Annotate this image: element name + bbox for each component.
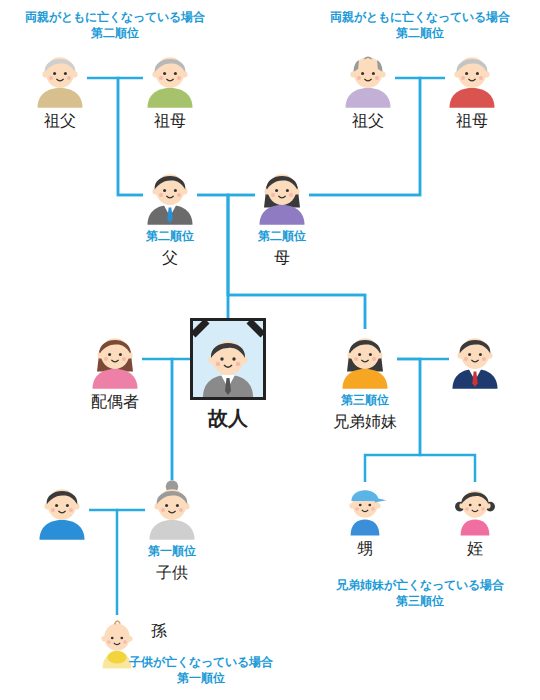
person-label: 孫: [151, 621, 167, 641]
family-line: [172, 359, 190, 480]
family-line: [117, 510, 145, 615]
family-line: [309, 78, 445, 195]
mourning-ribbon: [193, 321, 263, 397]
family-line: [87, 78, 143, 195]
family-line: [197, 195, 228, 318]
spouse-node: 配偶者: [88, 329, 142, 412]
person-icon: [33, 48, 87, 108]
person-label: 故人: [208, 406, 248, 431]
child-node: 第一順位子供: [145, 480, 199, 583]
grandchild-node: 孫子供が亡くなっている場合 第一順位: [93, 615, 141, 669]
family-line: [197, 195, 365, 329]
family-line: [309, 78, 420, 195]
mother-node: 第二順位母: [255, 165, 309, 268]
person-icon: [198, 331, 258, 397]
family-line: [118, 78, 143, 195]
condition-note: 両親がともに亡くなっている場合 第二順位: [25, 10, 205, 41]
grandfather-node: 祖父: [33, 48, 87, 131]
person-label: 祖父: [44, 111, 76, 131]
rank-note: 第二順位: [146, 229, 194, 245]
condition-note: 両親がともに亡くなっている場合 第二順位: [330, 10, 510, 41]
family-line: [142, 359, 172, 480]
person-label: 甥: [357, 539, 373, 559]
person-label: 母: [274, 248, 290, 268]
person-icon: [145, 480, 199, 540]
rank-note: 子供が亡くなっている場合 第一順位: [129, 655, 273, 686]
family-line: [228, 195, 365, 329]
person-icon: [88, 329, 142, 389]
person-icon: [143, 165, 197, 225]
family-line: [228, 195, 255, 318]
person-label: 祖母: [456, 111, 488, 131]
portrait-frame: [190, 318, 266, 400]
grandmother-node: 祖母: [143, 48, 197, 131]
spouse-line: [420, 358, 449, 361]
deceased-node: 故人: [190, 318, 266, 431]
rank-note: 第一順位: [148, 544, 196, 560]
person-icon: [451, 482, 499, 536]
spouse-line: [89, 509, 118, 512]
condition-note: 兄弟姉妹が亡くなっている場合 第三順位: [336, 578, 504, 609]
grandmother-node: 祖母: [445, 48, 499, 131]
rank-note: 第二順位: [258, 229, 306, 245]
person-label: 配偶者: [91, 392, 139, 412]
person-icon: [445, 48, 499, 108]
nephew-node: 甥: [341, 482, 389, 559]
rank-note: 第三順位: [341, 393, 389, 409]
person-icon: [255, 165, 309, 225]
person-icon: [338, 329, 392, 389]
person-label: 祖母: [154, 111, 186, 131]
father-node: 第二順位父: [143, 165, 197, 268]
person-icon: [453, 338, 498, 388]
person-label: 兄弟姉妹: [333, 412, 397, 432]
person-label: 父: [162, 248, 178, 268]
sibling-node: 第三順位兄弟姉妹: [333, 329, 397, 432]
person-label: 子供: [156, 563, 188, 583]
grandfather-node: 祖父: [341, 48, 395, 131]
person-label: 祖父: [352, 111, 384, 131]
person-icon: [40, 489, 85, 539]
person-label: 姪: [467, 539, 483, 559]
niece-node: 姪: [451, 482, 499, 559]
person-icon: [341, 48, 395, 108]
person-icon: [341, 482, 389, 536]
person-icon: [143, 48, 197, 108]
